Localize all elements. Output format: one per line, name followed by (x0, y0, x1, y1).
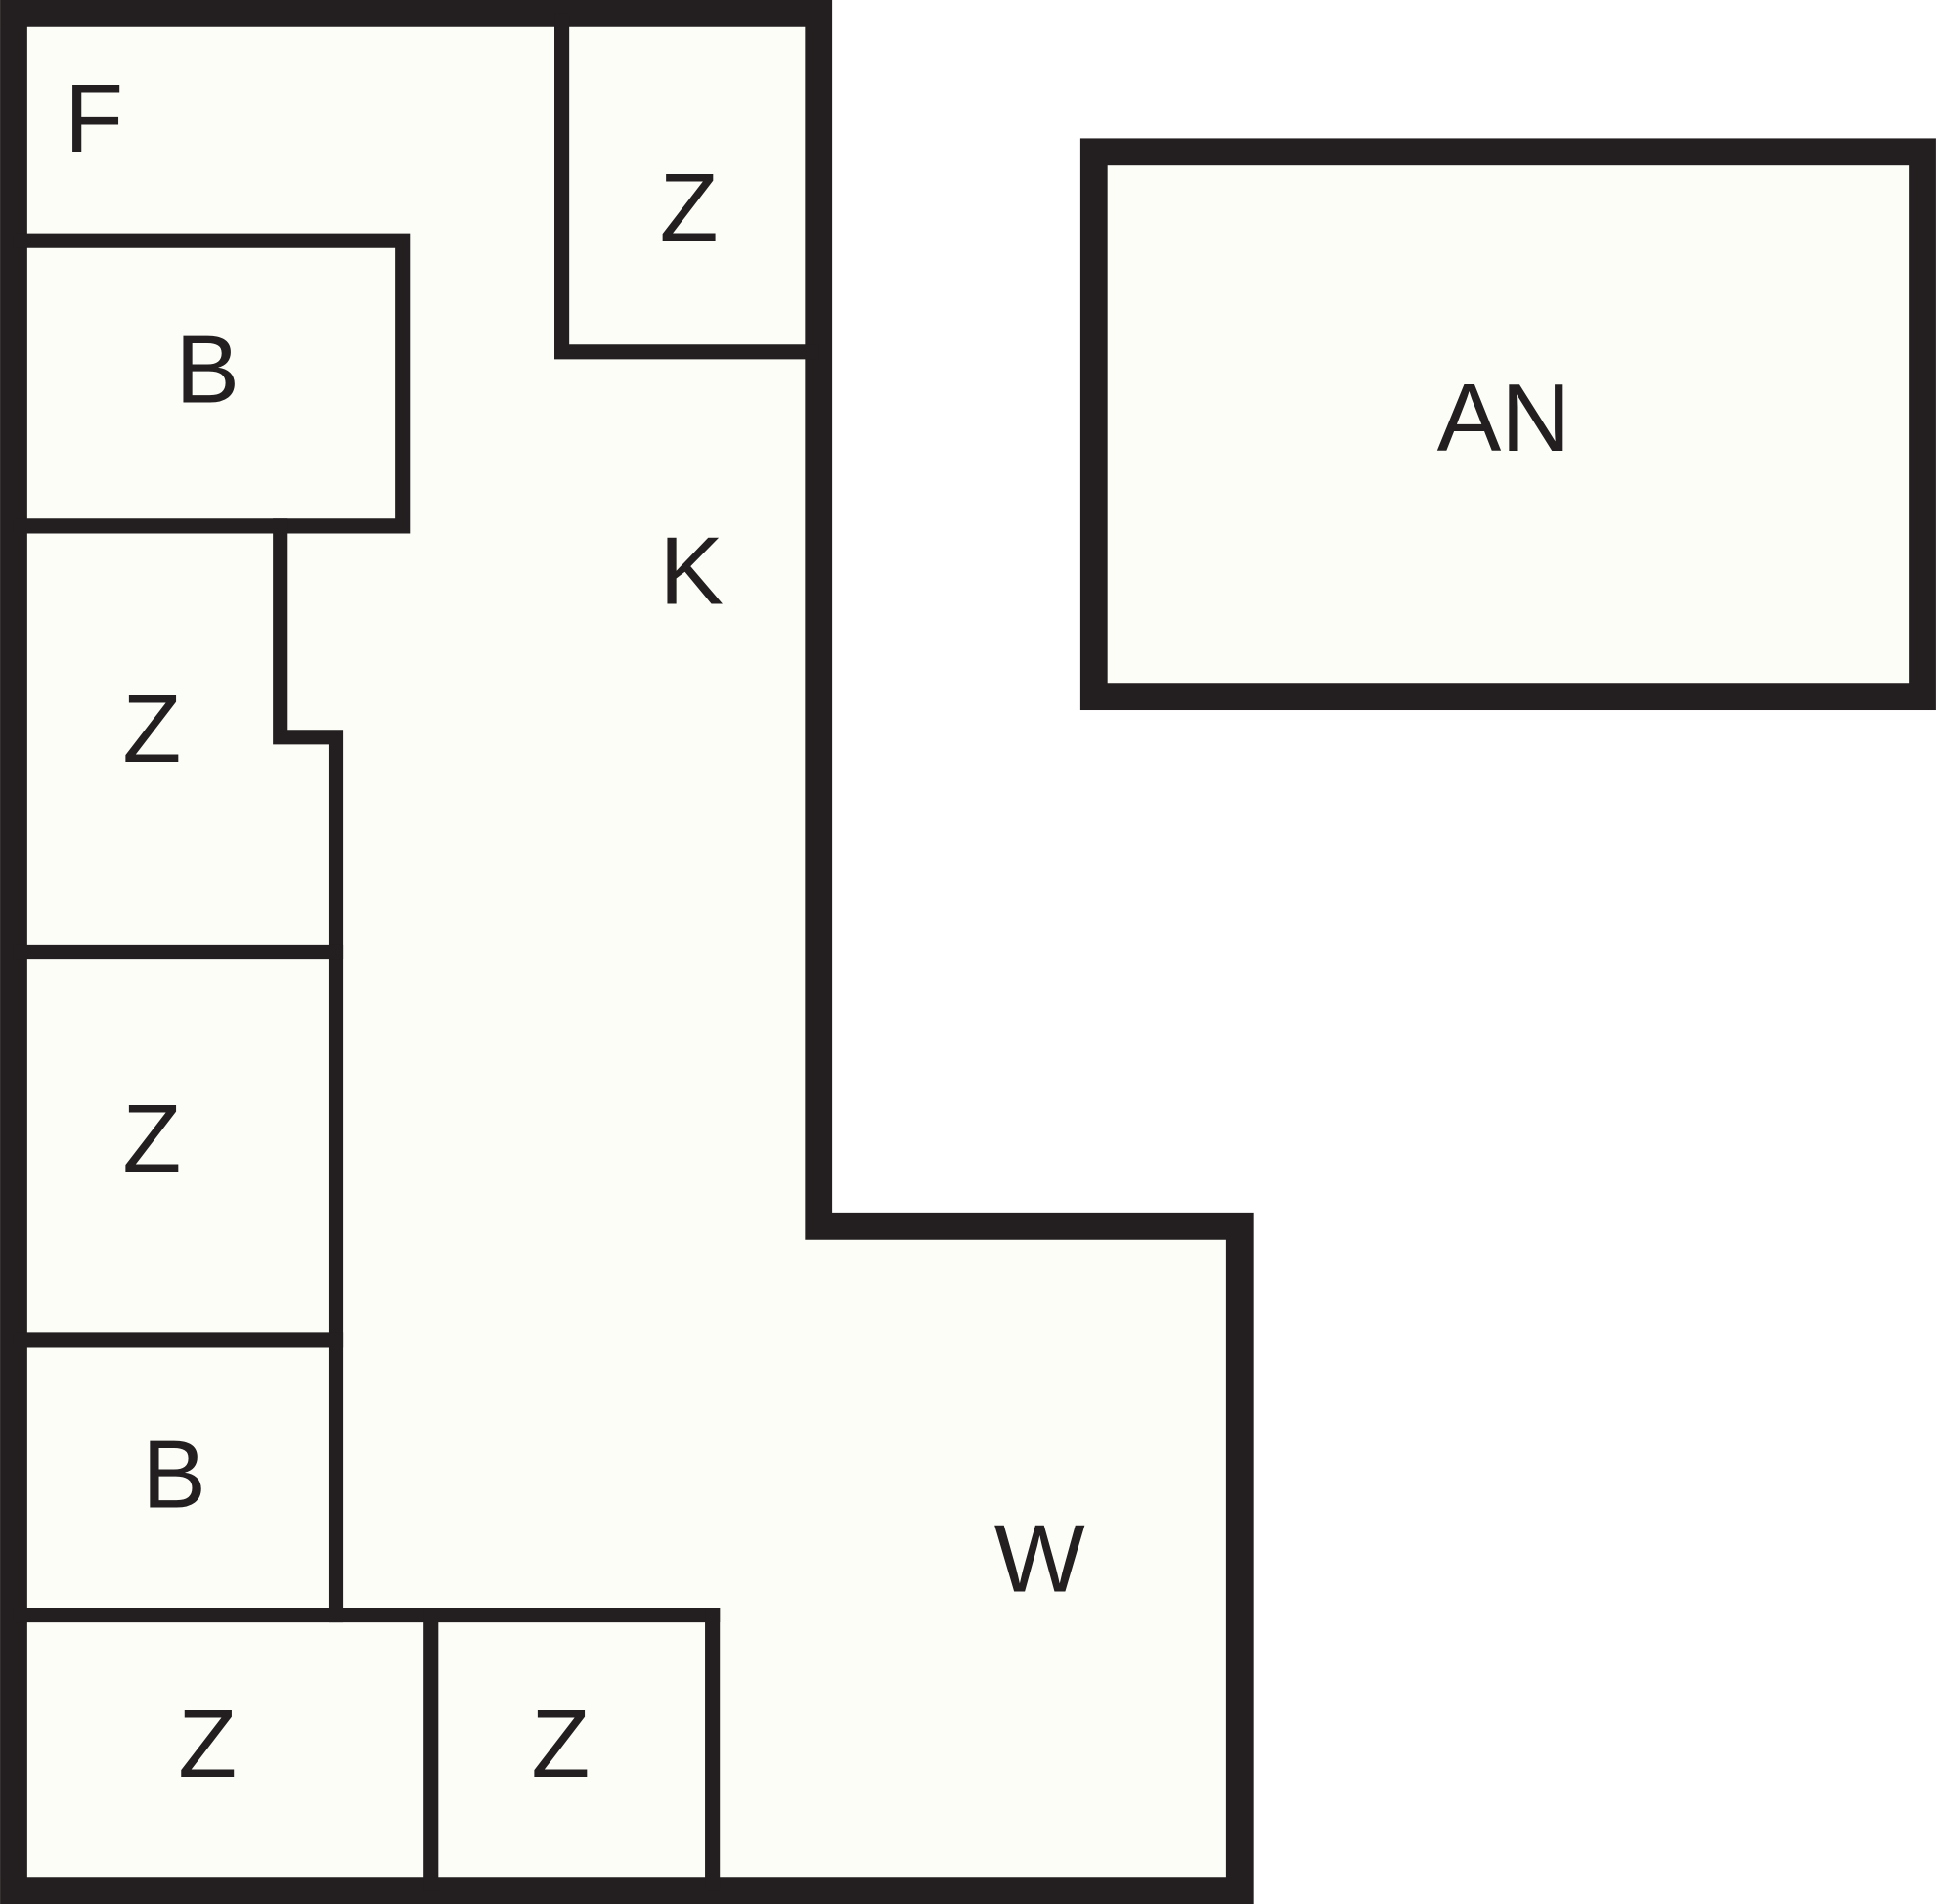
room-label-z-left-2: Z (122, 1085, 181, 1192)
wall-b-top-room (13, 233, 411, 534)
room-label-z-left-1: Z (122, 675, 181, 782)
room-label-z-bottom-1: Z (178, 1690, 237, 1797)
room-label-z-bottom-2: Z (531, 1690, 590, 1797)
main-building-outline (0, 0, 1254, 1904)
room-label-z-top: Z (660, 154, 719, 261)
room-label-w: W (994, 1504, 1085, 1612)
room-label-b-bottom: B (142, 1421, 206, 1528)
room-label-b-top: B (175, 316, 240, 423)
wall-z-left-room (273, 518, 344, 1623)
room-label-k: K (659, 516, 724, 624)
annex-building-outline (1079, 138, 1936, 711)
wall-z-top-room (554, 13, 819, 360)
room-label-f: F (65, 65, 123, 172)
room-label-an: AN (1437, 364, 1571, 471)
